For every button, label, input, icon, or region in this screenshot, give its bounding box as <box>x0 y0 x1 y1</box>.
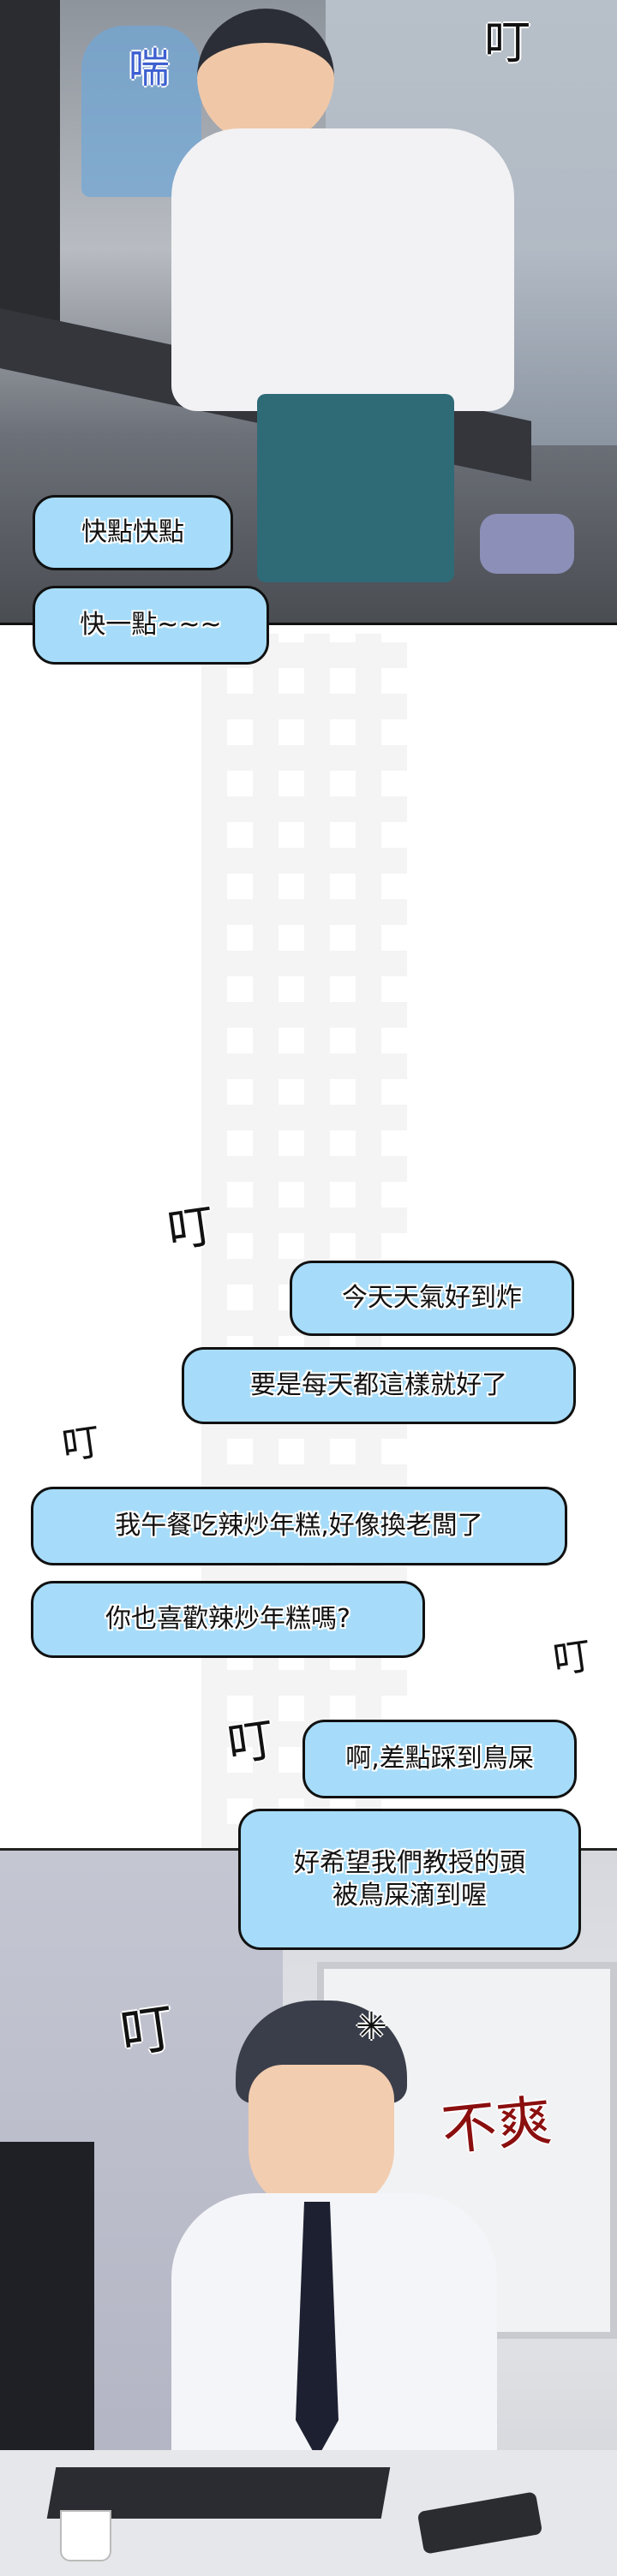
professor-tie <box>296 2202 338 2459</box>
treadmill-console <box>0 0 60 325</box>
monitor <box>0 2142 94 2501</box>
sfx-ding: 叮 <box>484 15 530 69</box>
sfx-pant: 喘 <box>129 45 171 92</box>
chat-bubble: 好希望我們教授的頭 被鳥屎滴到喔 <box>238 1809 581 1950</box>
chat-bubble: 啊,差點踩到鳥屎 <box>303 1720 577 1798</box>
mug <box>60 2510 111 2561</box>
chat-bubble: 我午餐吃辣炒年糕,好像換老闆了 <box>31 1487 567 1565</box>
sfx-annoyed: 不爽 <box>439 2089 555 2164</box>
sfx-ding: 叮 <box>224 1712 278 1773</box>
runner-shirt <box>171 128 514 411</box>
chat-bubble: 你也喜歡辣炒年糕嗎? <box>31 1581 425 1658</box>
watermark-pattern <box>201 634 407 1850</box>
sfx-ding: 叮 <box>164 1198 218 1259</box>
chat-bubble: 要是每天都這樣就好了 <box>182 1347 576 1424</box>
panel-professor: 叮 ✳ 不爽 <box>0 1848 617 2576</box>
runner-head <box>197 9 334 146</box>
sfx-ding: 叮 <box>550 1634 594 1683</box>
panel-treadmill: 喘 叮 <box>0 0 617 625</box>
sfx-ding: 叮 <box>59 1420 103 1469</box>
runner-shorts <box>257 394 454 582</box>
chat-bubble: 今天天氣好到炸 <box>290 1261 574 1336</box>
anger-mark-icon: ✳ <box>356 2005 387 2048</box>
runner-shoe <box>480 514 574 574</box>
sfx-ding: 叮 <box>116 1995 178 2066</box>
professor-face <box>249 2065 394 2210</box>
chat-bubble: 快一點~~~ <box>33 586 269 665</box>
chat-bubble: 快點快點 <box>33 495 233 570</box>
